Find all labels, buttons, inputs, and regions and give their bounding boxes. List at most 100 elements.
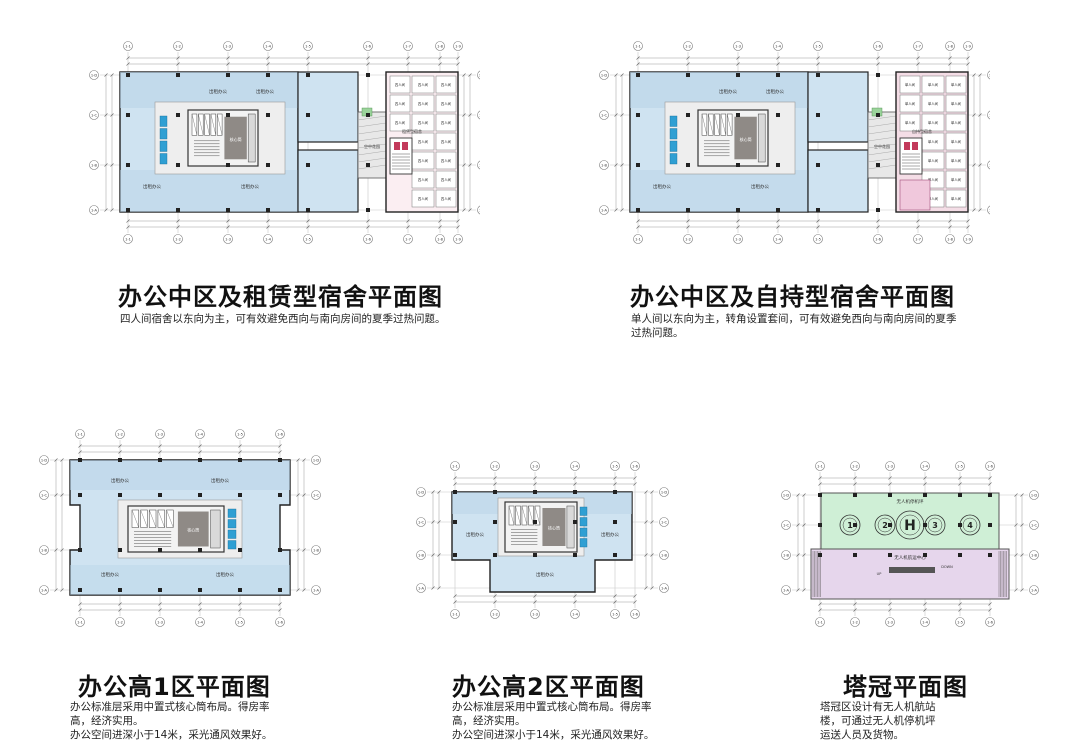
structural-column [736,73,740,77]
room-label-office: 出租办公 [216,571,234,578]
room-label-office: 出租办公 [101,571,119,578]
axis-bubble [235,617,245,627]
dimension-tick [226,219,230,223]
structural-column [888,493,892,497]
up-label: UP [877,572,882,576]
dimension-tick [126,219,130,223]
dimension-tick [650,520,654,524]
structural-column [158,548,162,552]
drone-center-slab [810,548,1010,600]
dimension-tick [462,208,466,212]
axis-bubble [987,205,990,215]
axis-bubble [1029,550,1039,560]
axis-label: 1-4 [775,45,782,49]
axis-label: 1-3 [735,238,741,242]
sky-garden-hatch [357,115,387,121]
elevator-cross [708,113,714,136]
dimension-tick [54,493,58,497]
glass-panel [579,538,588,548]
structural-column [226,73,230,77]
dimension-tick [226,56,230,60]
structural-column [988,553,992,557]
axis-label: 1-A [989,208,990,212]
structural-column [366,208,370,212]
elevator-cross [528,505,534,526]
axis-bubble [363,41,373,51]
dorm-room [411,94,435,113]
dorm-elevator [912,142,918,150]
axis-label: 1-B [989,163,990,167]
dimension-tick [614,163,618,167]
axis-bubble [850,617,860,627]
dimension-tick [493,482,497,486]
axis-label: 1-D [41,458,48,462]
dimension-tick [818,608,822,612]
axis-label: 1-3 [157,433,163,437]
dimension-tick [958,608,962,612]
axis-bubble [311,585,321,595]
dorm-room-label: 四人间 [441,120,452,125]
axis-bubble [416,550,426,560]
dimension-tick [620,113,624,117]
axis-bubble [987,110,990,120]
axis-bubble [115,429,125,439]
dimension-tick [266,225,270,229]
structural-column [118,588,122,592]
sky-garden-label: 空中花园 [874,143,890,149]
elevator-cross [701,113,708,136]
dimension-tick [988,482,992,486]
axis-label: 1-6 [632,465,639,469]
structural-column [888,553,892,557]
core-service [757,113,766,163]
axis-bubble [490,461,500,471]
axis-bubble [610,461,620,471]
axis-label: 1-5 [957,621,963,625]
axis-bubble [630,609,640,619]
dimension-tick [437,586,441,590]
structural-column [636,113,640,117]
glass-panel [227,508,237,518]
axis-bubble [633,234,643,244]
axis-label: 1-5 [305,238,311,242]
axis-label: 1-8 [437,238,444,242]
dimension-tick [462,163,466,167]
dimension-tick [60,493,64,497]
axis-label: 1-4 [572,465,579,469]
dimension-tick [613,476,617,480]
axis-label: 1-A [783,588,790,592]
structural-column [613,520,617,524]
dorm-room-label: 单人间 [928,101,939,106]
axis-label: 1-4 [775,238,782,242]
axis-label: 1-3 [157,621,163,625]
structural-column [266,73,270,77]
room-label-office: 出租办公 [601,531,619,538]
axis-bubble [985,461,995,471]
dimension-tick [78,608,82,612]
dimension-tick [853,476,857,480]
axis-label: 1-3 [532,613,538,617]
dimension-tick [453,600,457,604]
core-tube: 核心筒 [504,501,578,553]
axis-label: 1-7 [405,238,411,242]
sky-garden-hatch [867,157,897,163]
axis-bubble [781,585,791,595]
axis-label: 1-B [661,553,667,557]
glass-panel [669,128,678,140]
axis-label: 1-A [601,208,608,212]
dimension-tick [958,602,962,606]
structural-column [613,490,617,494]
landing-pad-number: H [904,518,916,534]
axis-bubble [89,110,99,120]
elevator-cross [131,509,139,528]
glass-panel [159,115,168,127]
dorm-room-label: 四人间 [441,101,452,106]
dimension-tick [238,602,242,606]
axis-label: 1-4 [197,621,204,625]
dimension-tick [453,476,457,480]
dorm-room-label: 四人间 [418,82,429,87]
structural-column [266,163,270,167]
panel-description: 办公标准层采用中置式核心筒布局。得房率 高，经济实用。 办公空间进深小于14米，… [452,701,655,741]
dimension-tick [60,548,64,552]
elevator-cross [157,509,165,528]
dimension-tick [54,588,58,592]
